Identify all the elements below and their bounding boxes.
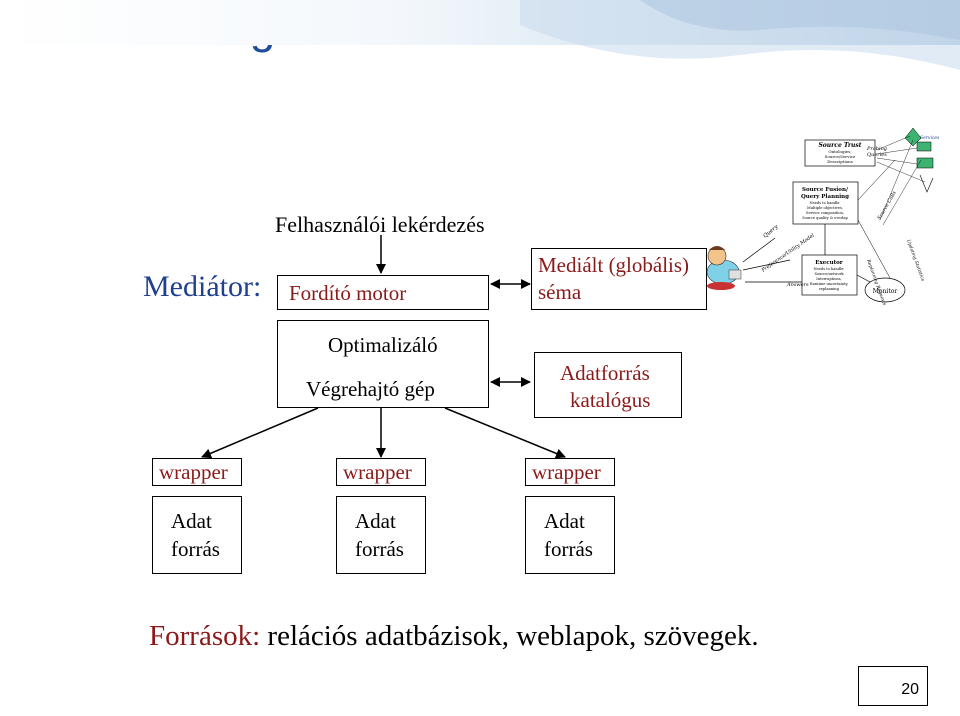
wrapper-label-3: wrapper bbox=[532, 460, 601, 484]
source-label-2-line2: forrás bbox=[355, 537, 404, 561]
page-number: 20 bbox=[858, 666, 928, 706]
answers-edge-label: Answers bbox=[786, 282, 809, 288]
inset-executor-sub4: Runtime uncertainty, bbox=[810, 282, 849, 286]
source-trust-sub2: Source/Service bbox=[825, 154, 856, 159]
query-edge-label: Query bbox=[762, 223, 780, 239]
source-calls-edge-label: Source Calls bbox=[877, 190, 898, 221]
wrapper-label-1: wrapper bbox=[159, 460, 228, 484]
wrapper-arrow-1 bbox=[201, 407, 319, 459]
wrapper-arrow-3 bbox=[444, 407, 566, 459]
schema-box: Mediált (globális) séma bbox=[531, 248, 707, 310]
wrapper-label-2: wrapper bbox=[343, 460, 412, 484]
optimizer-executor-box: Optimalizáló Végrehajtó gép bbox=[277, 320, 489, 408]
source-label-1-line1: Adat bbox=[171, 509, 212, 533]
sources-footer: Források: relációs adatbázisok, weblapok… bbox=[149, 620, 759, 653]
source-label-3-line1: Adat bbox=[544, 509, 585, 533]
inset-executor-title: Executor bbox=[815, 260, 843, 266]
catalog-label-line1: Adatforrás bbox=[560, 361, 650, 385]
source-box-1: Adat forrás bbox=[152, 496, 242, 574]
inset-executor-sub2: Source/network bbox=[814, 272, 844, 276]
inset-executor-sub1: Needs to handle: bbox=[814, 267, 845, 271]
schema-label-line2: séma bbox=[538, 280, 582, 304]
mediator-label: Mediátor: bbox=[143, 270, 262, 303]
source-box-2: Adat forrás bbox=[336, 496, 426, 574]
source-label-1-line2: forrás bbox=[171, 537, 220, 561]
monitor-label: Monitor bbox=[873, 288, 898, 295]
monitor-node bbox=[864, 277, 906, 303]
source-trust-sub1: Ontologies; bbox=[828, 149, 851, 154]
translator-box: Fordító motor bbox=[277, 275, 489, 310]
sources-footer-text: relációs adatbázisok, weblapok, szövegek… bbox=[267, 620, 759, 652]
fusion-sub1: Needs to handle: bbox=[810, 201, 841, 205]
source-fusion-box bbox=[792, 181, 859, 225]
optimizer-label: Optimalizáló bbox=[328, 333, 438, 357]
inset-executor-sub5: replanning bbox=[819, 287, 840, 291]
sources-footer-label: Források: bbox=[149, 620, 261, 652]
executor-label: Végrehajtó gép bbox=[306, 377, 435, 401]
wrapper-box-1: wrapper bbox=[152, 458, 242, 486]
services-network-icon bbox=[876, 127, 934, 226]
source-box-3: Adat forrás bbox=[525, 496, 615, 574]
schema-label-line1: Mediált (globális) bbox=[538, 253, 690, 277]
thinking-person-icon bbox=[706, 246, 742, 290]
query-label: Felhasználói lekérdezés bbox=[275, 212, 485, 237]
source-trust-title: Source Trust bbox=[818, 142, 861, 149]
updating-edge-label: Updating Statistics bbox=[905, 239, 926, 283]
wrapper-box-3: wrapper bbox=[525, 458, 615, 486]
fusion-sub2: Multiple objectives, bbox=[807, 206, 843, 210]
queries-label: Queries bbox=[867, 152, 887, 158]
header-wave-decoration bbox=[520, 0, 960, 70]
translator-label: Fordító motor bbox=[289, 281, 407, 305]
source-trust-box bbox=[804, 139, 876, 167]
architecture-inset: Source Trust Ontologies; Source/Service … bbox=[706, 127, 940, 307]
catalog-label-line2: katalógus bbox=[570, 388, 651, 412]
source-trust-sub3: Descriptions bbox=[827, 159, 853, 164]
wrapper-box-2: wrapper bbox=[336, 458, 426, 486]
source-label-3-line2: forrás bbox=[544, 537, 593, 561]
fusion-title2: Query Planning bbox=[801, 194, 849, 200]
probing-label: Probing bbox=[866, 146, 887, 152]
inset-executor-sub3: Interruptions, bbox=[816, 277, 841, 281]
services-label: Services bbox=[920, 135, 940, 141]
fusion-sub3: Service composition, bbox=[806, 211, 844, 215]
inset-executor-box bbox=[801, 254, 858, 296]
fusion-title1: Source Fusion/ bbox=[802, 187, 849, 193]
fusion-sub4: Source quality & overlap bbox=[802, 216, 848, 220]
catalog-box: Adatforrás katalógus bbox=[534, 352, 682, 418]
source-label-2-line1: Adat bbox=[355, 509, 396, 533]
